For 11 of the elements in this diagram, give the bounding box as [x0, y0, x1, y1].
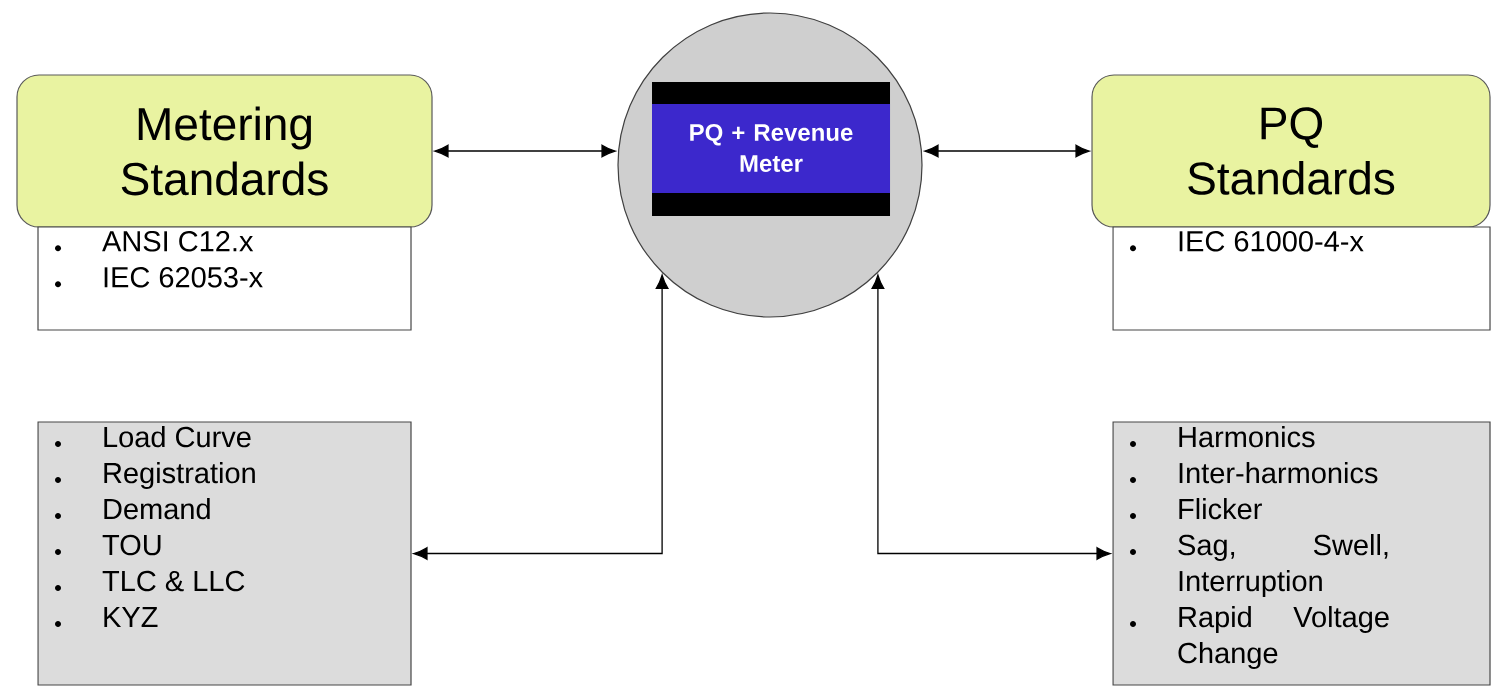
list-box: ANSI C12.x IEC 62053-x	[37, 226, 412, 331]
heading-box: PQ Standards	[1091, 74, 1491, 228]
list-box: Harmonics Inter-harmonics Flicker Sag, Swell, Interruption Rapid Voltage Change	[1112, 421, 1491, 686]
arrow	[924, 144, 1090, 158]
heading-box: Metering Standards	[16, 74, 433, 228]
list-box: IEC 61000-4-x	[1112, 226, 1491, 331]
arrow	[434, 144, 616, 158]
arrow	[871, 274, 1111, 560]
meter-display: PQ + Revenue Meter	[652, 82, 890, 216]
list-box: Load Curve Registration Demand TOU TLC & LLC KYZ	[37, 421, 412, 686]
arrow	[413, 274, 669, 560]
